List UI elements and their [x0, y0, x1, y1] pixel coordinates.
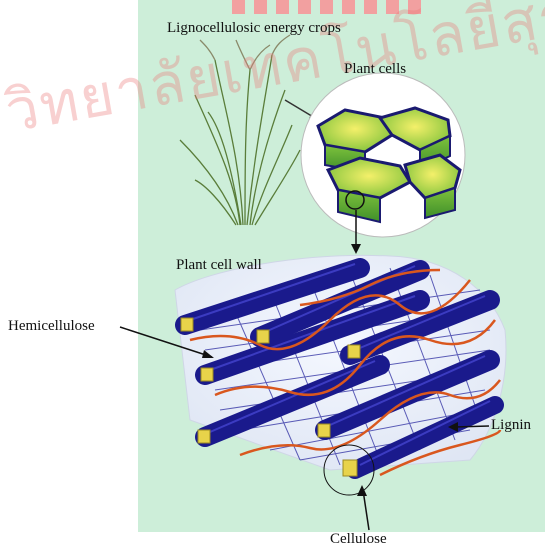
- label-plant-cells: Plant cells: [344, 61, 406, 78]
- arrow-to-wall: [351, 244, 361, 254]
- label-lignin: Lignin: [491, 417, 531, 434]
- cell-wall-structure: [175, 255, 506, 495]
- label-cellulose: Cellulose: [330, 531, 387, 548]
- label-title: Lignocellulosic energy crops: [167, 20, 341, 37]
- label-cell-wall: Plant cell wall: [176, 257, 262, 274]
- label-hemicellulose: Hemicellulose: [8, 318, 95, 335]
